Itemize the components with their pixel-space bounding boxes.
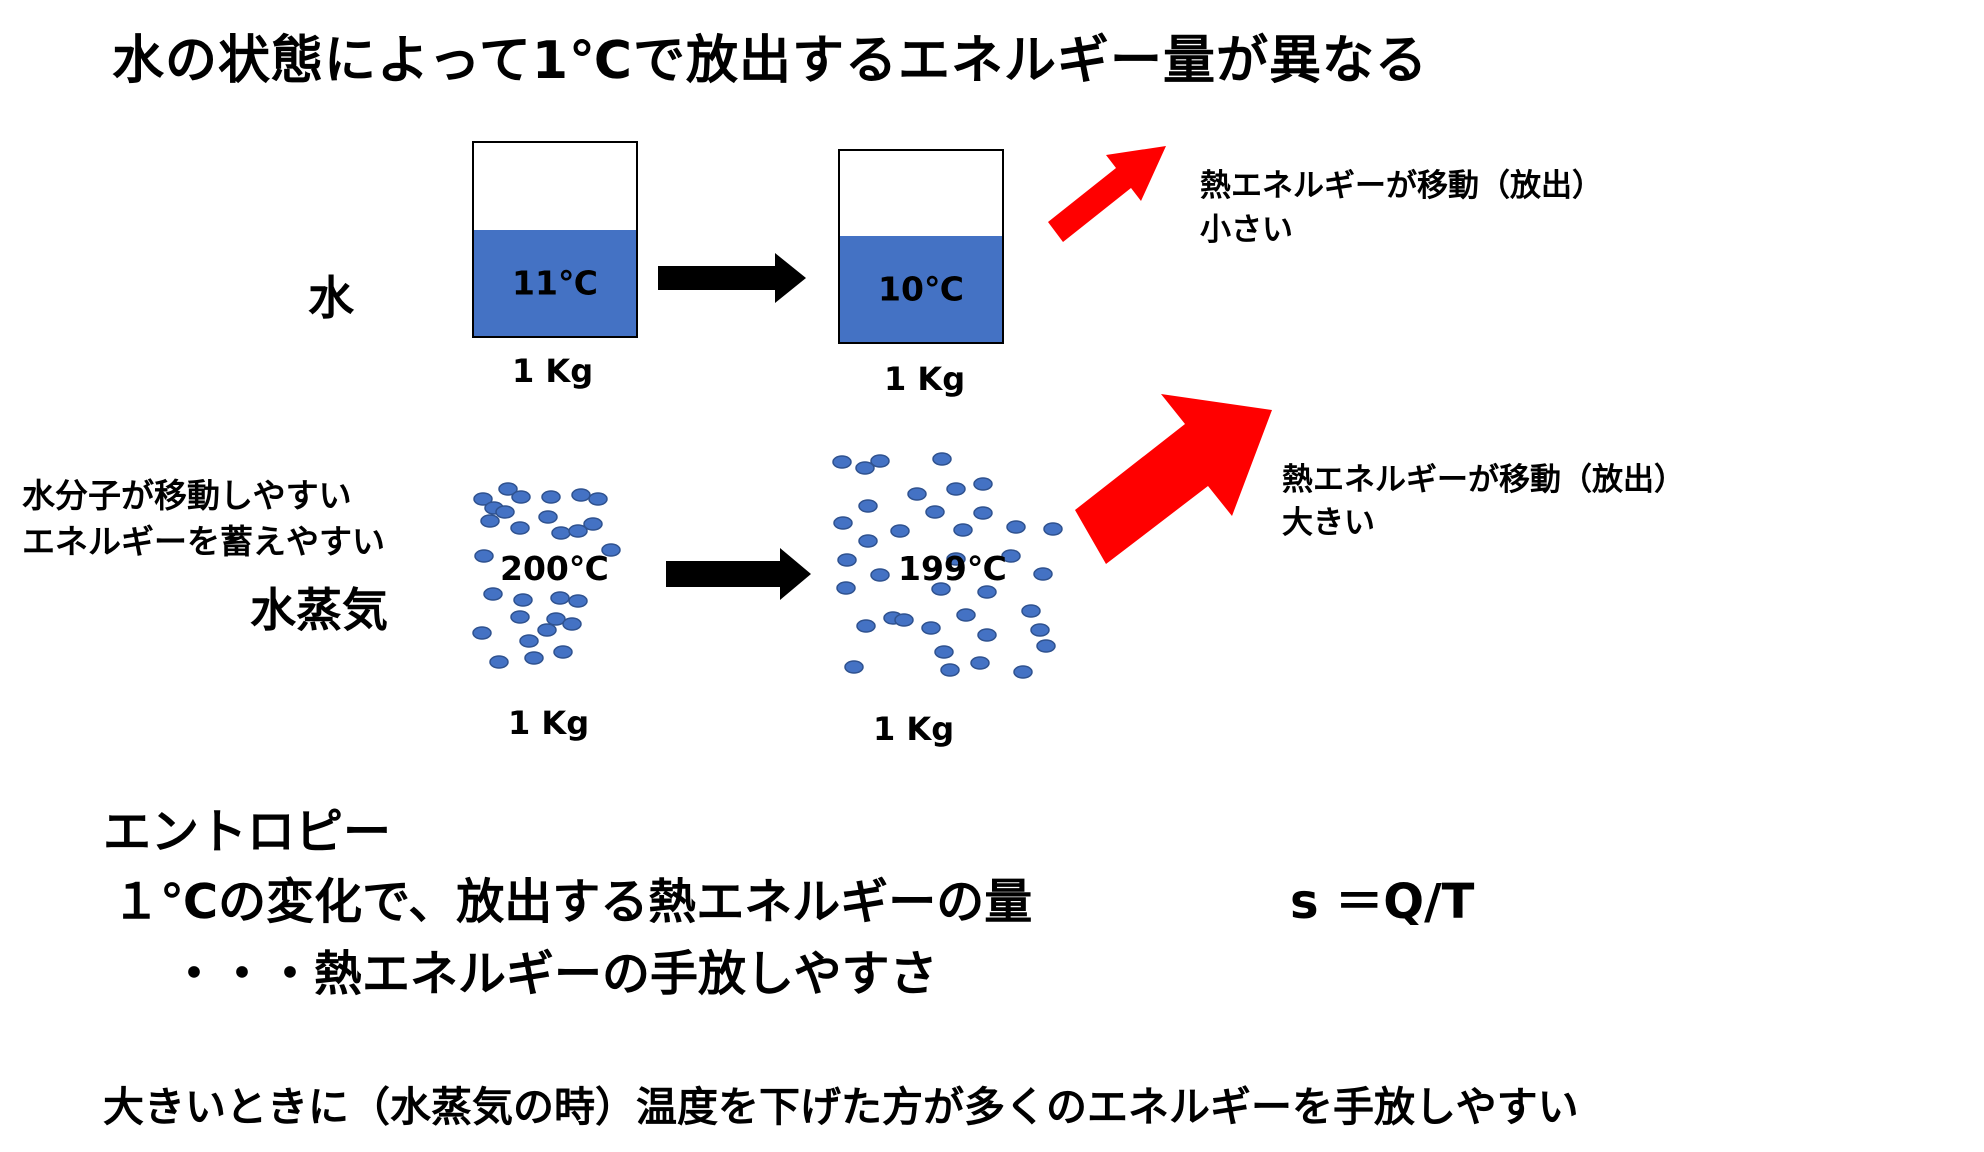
conclusion-text: 大きいときに（水蒸気の時）温度を下げた方が多くのエネルギーを手放しやすい — [103, 1083, 1579, 1131]
steam-release-line1: 熱エネルギーが移動（放出） — [1282, 462, 1685, 498]
steam-process-arrow — [666, 548, 811, 600]
water-release-arrow-shape — [1048, 146, 1166, 242]
steam-release-arrow — [1075, 394, 1272, 564]
entropy-definition: １℃の変化で、放出する熱エネルギーの量 — [112, 874, 1033, 930]
steam-mass-after: 1 Kg — [873, 710, 955, 748]
steam-molecules-before — [472, 482, 621, 669]
page-title: 水の状態によって1℃で放出するエネルギー量が異なる — [112, 31, 1428, 91]
steam-temp-before: 200℃ — [500, 549, 609, 588]
entropy-formula: s ＝Q/T — [1290, 874, 1475, 930]
water-mass-before: 1 Kg — [512, 352, 594, 390]
water-liquid-before: 11℃ — [474, 230, 636, 336]
steam-molecules-after — [832, 452, 1063, 679]
steam-release-line2: 大きい — [1282, 505, 1375, 541]
water-temp-after: 10℃ — [878, 269, 964, 309]
water-liquid-after: 10℃ — [840, 236, 1002, 342]
water-release-line2: 小さい — [1200, 212, 1293, 248]
water-temp-before: 11℃ — [512, 263, 598, 303]
steam-temp-after: 199℃ — [898, 549, 1007, 588]
water-label: 水 — [308, 271, 354, 325]
entropy-heading: エントロピー — [103, 804, 392, 860]
water-beaker-before: 11℃ — [472, 141, 638, 338]
entropy-explanation: ・・・熱エネルギーの手放しやすさ — [170, 946, 938, 1002]
steam-label: 水蒸気 — [250, 583, 388, 637]
steam-note-line2: エネルギーを蓄えやすい — [22, 522, 385, 561]
water-mass-after: 1 Kg — [884, 360, 966, 398]
water-process-arrow — [658, 253, 806, 303]
water-release-line1: 熱エネルギーが移動（放出） — [1200, 168, 1603, 204]
water-beaker-after: 10℃ — [838, 149, 1004, 344]
steam-mass-before: 1 Kg — [508, 704, 590, 742]
steam-note-line1: 水分子が移動しやすい — [22, 476, 352, 515]
